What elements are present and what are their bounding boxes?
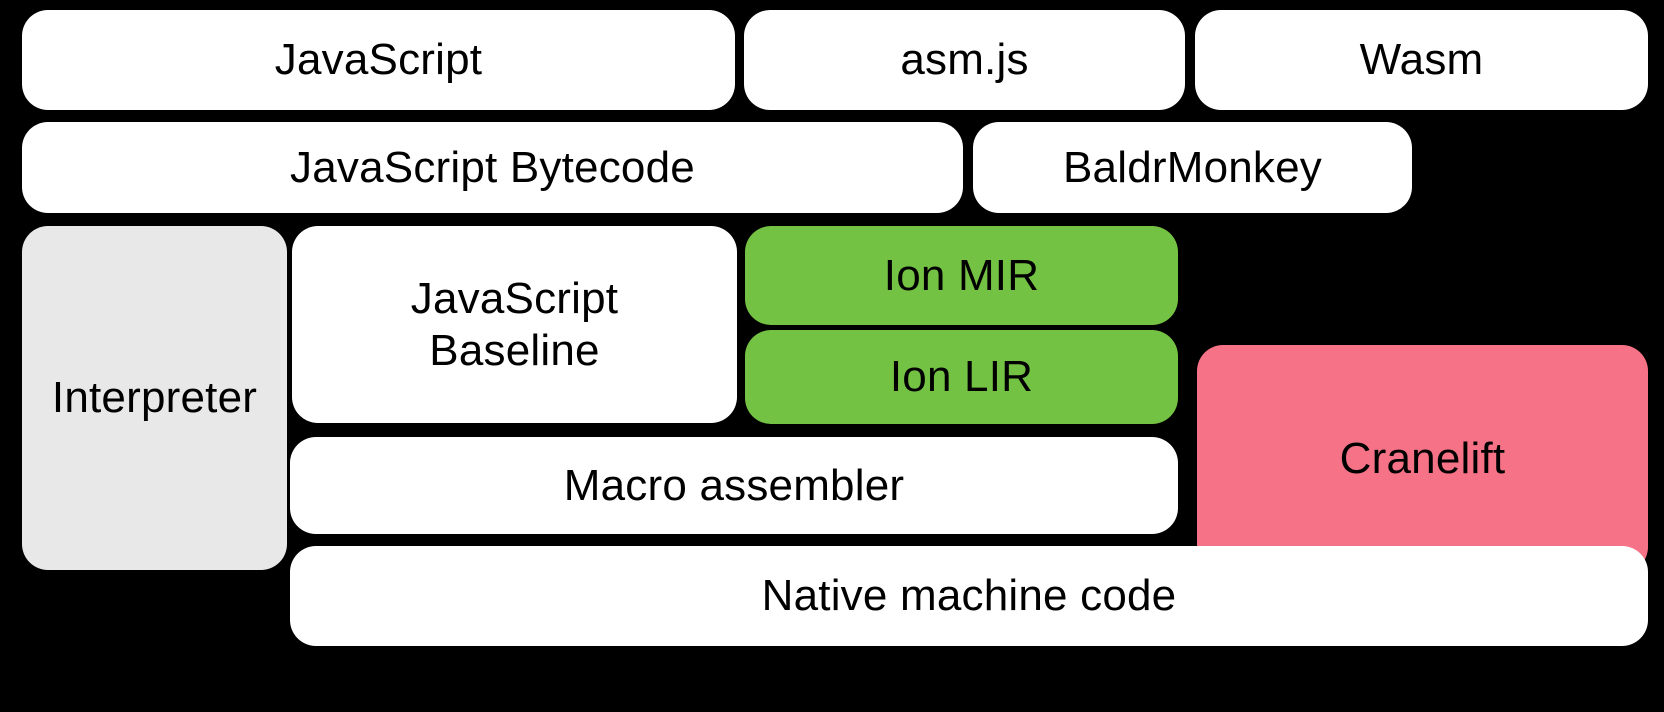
node-asmjs: asm.js bbox=[744, 10, 1185, 110]
node-javascript: JavaScript bbox=[22, 10, 735, 110]
node-baldrmonkey: BaldrMonkey bbox=[973, 122, 1412, 213]
node-label: JavaScript Baseline bbox=[410, 273, 619, 375]
node-label: BaldrMonkey bbox=[1063, 142, 1322, 192]
node-label: Ion MIR bbox=[883, 250, 1040, 300]
node-native-machine-code: Native machine code bbox=[290, 546, 1648, 646]
node-javascript-baseline: JavaScript Baseline bbox=[292, 226, 737, 423]
node-wasm: Wasm bbox=[1195, 10, 1648, 110]
node-label: JavaScript bbox=[274, 35, 483, 85]
node-label: Ion LIR bbox=[889, 352, 1034, 402]
node-interpreter: Interpreter bbox=[22, 226, 287, 570]
node-label: Cranelift bbox=[1339, 434, 1506, 484]
node-javascript-bytecode: JavaScript Bytecode bbox=[22, 122, 963, 213]
node-label: Interpreter bbox=[51, 373, 258, 423]
node-cranelift: Cranelift bbox=[1197, 345, 1648, 573]
node-label: JavaScript Bytecode bbox=[290, 142, 695, 192]
node-label: asm.js bbox=[900, 35, 1029, 85]
node-label: Macro assembler bbox=[563, 460, 905, 510]
node-ion-mir: Ion MIR bbox=[745, 226, 1178, 325]
node-label: Wasm bbox=[1359, 35, 1484, 85]
node-macro-assembler: Macro assembler bbox=[290, 437, 1178, 534]
node-label: Native machine code bbox=[761, 571, 1177, 621]
node-ion-lir: Ion LIR bbox=[745, 330, 1178, 424]
